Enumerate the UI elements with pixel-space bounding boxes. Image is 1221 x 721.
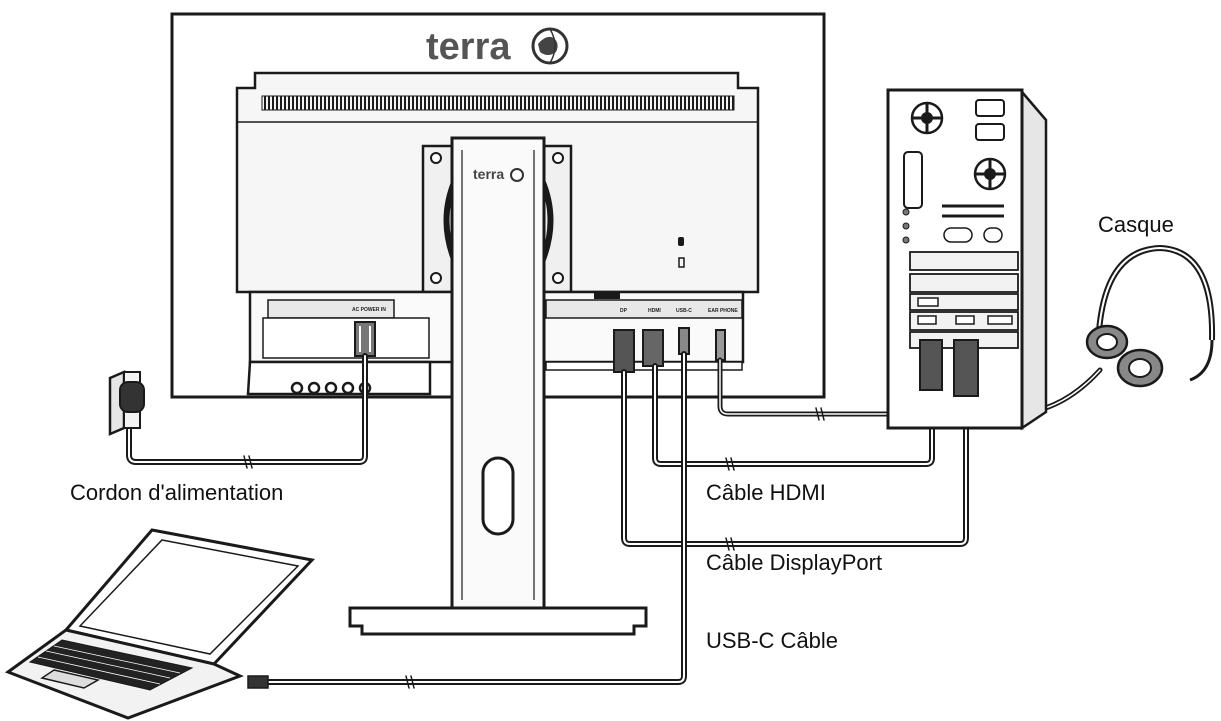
monitor-vent xyxy=(261,95,735,111)
globe-icon xyxy=(531,27,569,65)
headset-label: Casque xyxy=(1098,212,1174,237)
hdmi-port-label: HDMI xyxy=(648,308,661,314)
displayport-cable-label: Câble DisplayPort xyxy=(706,550,883,575)
control-strip xyxy=(246,360,432,396)
laptop-icon xyxy=(4,528,315,720)
usbc-cable-label: USB-C Câble xyxy=(706,628,839,653)
audio-plug xyxy=(715,329,726,361)
brand-logo-text: terra xyxy=(426,26,511,68)
kensington-lock-icon xyxy=(678,237,684,246)
pc-power-socket xyxy=(975,99,1005,117)
laptop-usbc-plug xyxy=(247,675,269,689)
wall-plug xyxy=(119,381,145,413)
pc-fan-2-icon xyxy=(973,157,1007,191)
power-plug xyxy=(354,321,376,357)
brand-logo-small-text: terra xyxy=(473,166,504,182)
headset-icon xyxy=(1085,244,1216,388)
power-cord-label: Cordon d'alimentation xyxy=(70,480,284,505)
hdmi-plug xyxy=(642,329,664,367)
terra-logo: terra xyxy=(426,26,569,68)
hdmi-cable-label: Câble HDMI xyxy=(706,480,826,505)
pc-hdmi-plug xyxy=(919,339,943,391)
power-port-label: AC POWER IN xyxy=(352,307,386,313)
pc-tower xyxy=(886,88,1048,431)
vesa-screws xyxy=(430,152,564,284)
usbc-plug xyxy=(678,327,690,355)
stand-neck xyxy=(450,136,546,612)
pc-dp-plug xyxy=(953,339,979,397)
wall-outlet xyxy=(108,370,145,436)
pc-fan-icon xyxy=(910,101,944,135)
dp-port-label: DP xyxy=(620,308,628,314)
stand-base xyxy=(348,606,648,636)
cables xyxy=(126,351,1103,689)
monitor-connectors xyxy=(354,321,726,373)
dp-plug xyxy=(613,329,635,373)
pc-parallel-port xyxy=(903,151,923,209)
globe-small-icon xyxy=(510,168,524,182)
terra-logo-small: terra xyxy=(473,166,524,182)
stand xyxy=(348,136,648,636)
cable-management-hole xyxy=(481,456,515,536)
pc-audio-jacks xyxy=(902,208,910,244)
audio-port-label: EAR PHONE xyxy=(708,308,738,314)
usbc-port-label: USB-C xyxy=(676,308,692,314)
